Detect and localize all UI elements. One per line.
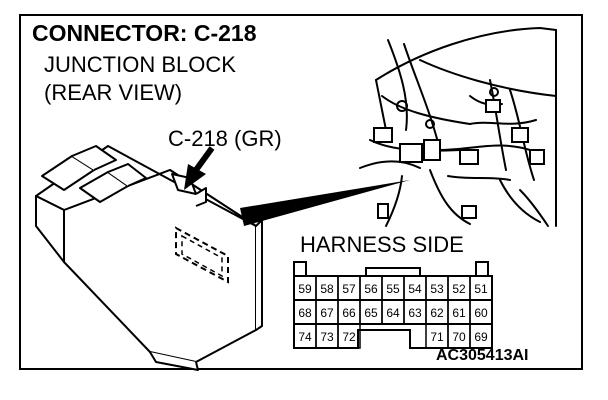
junction-block-illustration (35, 145, 263, 371)
pin-number: 63 (408, 306, 422, 320)
pin-cell (337, 323, 361, 349)
pin-number: 72 (342, 330, 356, 344)
harness-side-label: HARNESS SIDE (300, 232, 464, 257)
connector-location-outline (175, 226, 229, 284)
pin-number: 55 (386, 282, 400, 296)
pin-number: 61 (452, 306, 466, 320)
connector-callout-label: C-218 (GR) (168, 126, 282, 151)
harness-pin-grid: 59 58 57 56 55 54 53 52 51 68 67 66 65 64 63 62 61 60 74 73… (293, 275, 493, 349)
pin-number: 68 (298, 306, 312, 320)
pin-number: 51 (474, 282, 488, 296)
connector-location-inner-outline (181, 234, 223, 278)
pin-number: 52 (452, 282, 466, 296)
pin-number: 64 (386, 306, 400, 320)
component-name: JUNCTION BLOCK (44, 52, 236, 77)
view-orientation: (REAR VIEW) (44, 80, 183, 105)
pin-number: 71 (430, 330, 444, 344)
pin-number: 56 (364, 282, 378, 296)
diagram-frame (19, 14, 583, 370)
pin-number: 62 (430, 306, 444, 320)
pin-number: 70 (452, 330, 466, 344)
pin-cell (469, 323, 493, 349)
pointer-wedge (240, 180, 410, 226)
pin-number: 53 (430, 282, 444, 296)
pin-number: 73 (320, 330, 334, 344)
pin-number: 58 (320, 282, 334, 296)
pin-number: 67 (320, 306, 334, 320)
dashboard-wiring-illustration (359, 26, 557, 227)
pin-number: 66 (342, 306, 356, 320)
figure-id: AC305413AI (436, 347, 529, 364)
pin-number: 57 (342, 282, 356, 296)
callout-arrow (184, 146, 215, 190)
pin-number: 69 (474, 330, 488, 344)
pin-number: 59 (298, 282, 312, 296)
pin-number: 74 (298, 330, 312, 344)
pin-number: 65 (364, 306, 378, 320)
connector-title: CONNECTOR: C-218 (32, 20, 257, 46)
pin-number: 60 (474, 306, 488, 320)
pin-number: 54 (408, 282, 422, 296)
